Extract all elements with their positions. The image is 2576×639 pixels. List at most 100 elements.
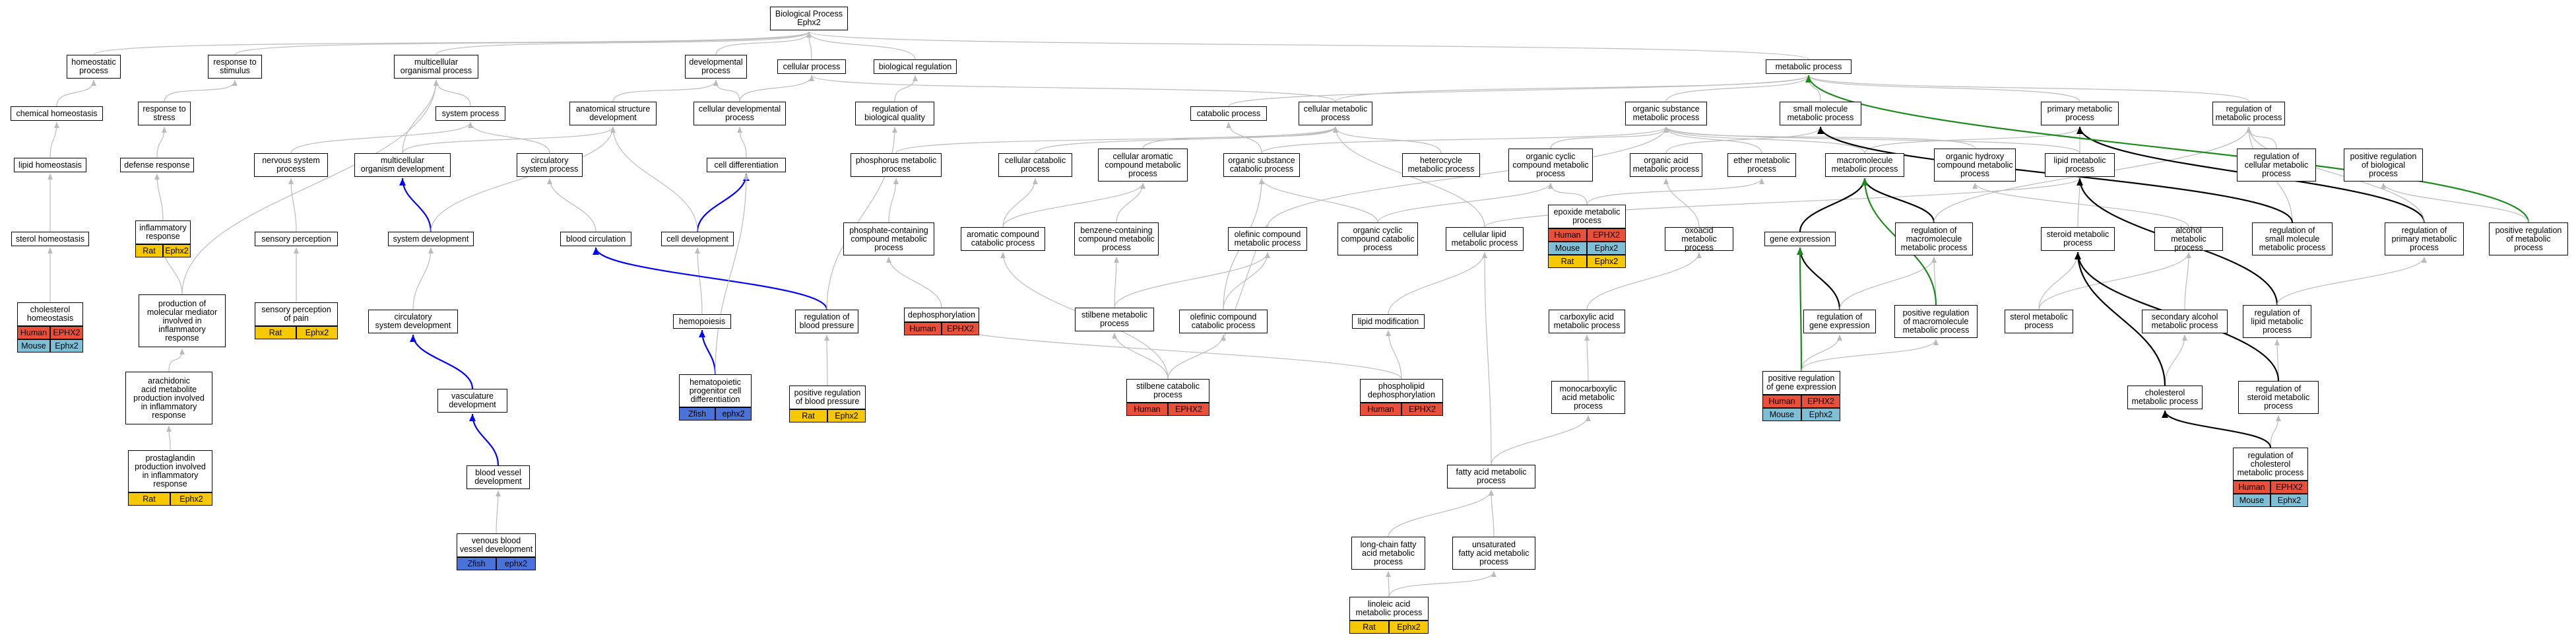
go-term-reg-primary[interactable]: regulation of primary metabolic process — [2385, 222, 2464, 255]
go-term-bio-reg[interactable]: biological regulation — [874, 59, 957, 74]
go-term-macro[interactable]: macromolecule metabolic process — [1825, 153, 1904, 177]
go-term-cell-lipid[interactable]: cellular lipid metabolic process — [1446, 227, 1524, 251]
go-term-reg-bp[interactable]: regulation of blood pressure — [795, 310, 858, 333]
go-term-reg-bio-qual[interactable]: regulation of biological quality — [855, 102, 934, 125]
go-term-cell-metab[interactable]: cellular metabolic process — [1299, 102, 1372, 125]
go-term-sys-proc[interactable]: system process — [435, 106, 505, 121]
go-term-blood-vessel[interactable]: blood vessel development — [467, 465, 530, 489]
go-term-homeo[interactable]: homeostatic process — [67, 55, 121, 79]
go-term-hetero[interactable]: heterocycle metabolic process — [1402, 153, 1480, 177]
go-term-oxoacid[interactable]: oxoacid metabolic process — [1665, 226, 1733, 252]
go-term-phospholipid[interactable]: phospholipid dephosphorylation — [1360, 379, 1443, 403]
go-term-pos-reg-bio[interactable]: positive regulation of biological proces… — [2344, 149, 2423, 182]
go-term-reg-chol[interactable]: regulation of cholesterol metabolic proc… — [2233, 448, 2308, 481]
go-term-dev-proc[interactable]: developmental process — [685, 55, 747, 79]
go-term-defense[interactable]: defense response — [120, 158, 194, 172]
go-term-sens-perc[interactable]: sensory perception — [255, 232, 338, 246]
go-term-nerv-sys[interactable]: nervous system process — [254, 153, 328, 177]
go-term-metab[interactable]: metabolic process — [1766, 59, 1852, 74]
go-term-multi-org-dev[interactable]: multicellular organism development — [354, 153, 451, 177]
go-term-chol-homeo[interactable]: cholesterol homeostasis — [17, 302, 83, 326]
go-term-org-acid[interactable]: organic acid metabolic process — [1630, 153, 1702, 177]
go-term-pos-reg-gene[interactable]: positive regulation of gene expression — [1762, 371, 1840, 395]
go-term-org-sub[interactable]: organic substance metabolic process — [1625, 102, 1707, 125]
go-term-sterol-homeo[interactable]: sterol homeostasis — [11, 232, 89, 246]
go-term-resp-stim[interactable]: response to stimulus — [208, 55, 262, 79]
go-term-monocarb[interactable]: monocarboxylic acid metabolic process — [1551, 381, 1625, 414]
go-term-steroid[interactable]: steroid metabolic process — [2041, 227, 2115, 251]
go-term-cell-catab[interactable]: cellular catabolic process — [998, 153, 1072, 177]
go-term-olefinic[interactable]: olefinic compound metabolic process — [1228, 227, 1307, 251]
go-term-unsat[interactable]: unsaturated fatty acid metabolic process — [1452, 537, 1535, 570]
go-term-reg-cell-metab[interactable]: regulation of cellular metabolic process — [2237, 149, 2316, 182]
go-term-bp[interactable]: Biological Process Ephx2 — [770, 7, 848, 30]
go-term-primary[interactable]: primary metabolic process — [2041, 102, 2119, 125]
go-term-sens-pain[interactable]: sensory perception of pain — [255, 302, 338, 326]
go-term-reg-metab[interactable]: regulation of metabolic process — [2212, 102, 2285, 125]
go-term-sys-dev[interactable]: system development — [388, 232, 474, 246]
go-term-venous[interactable]: venous blood vessel development — [457, 533, 536, 557]
go-term-arach[interactable]: arachidonic acid metabolite production i… — [125, 372, 212, 424]
go-term-vasc-dev[interactable]: vasculature development — [437, 389, 507, 413]
go-term-cell-arom[interactable]: cellular aromatic compound metabolic pro… — [1098, 149, 1188, 182]
go-term-cell-diff[interactable]: cell differentiation — [707, 158, 786, 172]
go-term-org-cyclic[interactable]: organic cyclic compound metabolic proces… — [1508, 149, 1593, 182]
go-term-lipid-mod[interactable]: lipid modification — [1352, 314, 1425, 329]
go-term-cell-dev-proc[interactable]: cellular developmental process — [693, 102, 786, 125]
go-term-chol-metab[interactable]: cholesterol metabolic process — [2127, 386, 2203, 409]
go-term-cell-proc[interactable]: cellular process — [777, 59, 846, 74]
go-term-blood-circ[interactable]: blood circulation — [560, 232, 631, 246]
go-term-pos-reg-bp[interactable]: positive regulation of blood pressure — [789, 386, 866, 409]
go-term-org-cyc-catab[interactable]: organic cyclic compound catabolic proces… — [1337, 222, 1418, 255]
go-term-stil-catab[interactable]: stilbene catabolic process — [1126, 379, 1209, 403]
go-term-multi-org[interactable]: multicellular organismal process — [394, 55, 478, 79]
go-term-circ-sys-dev[interactable]: circulatory system development — [368, 310, 458, 333]
go-term-reg-gene[interactable]: regulation of gene expression — [1803, 310, 1876, 333]
go-term-fatty[interactable]: fatty acid metabolic process — [1447, 465, 1535, 488]
go-term-ether[interactable]: ether metabolic process — [1727, 153, 1796, 177]
go-term-phos-metab[interactable]: phosphorus metabolic process — [851, 153, 942, 177]
go-term-prostag[interactable]: prostaglandin production involved in inf… — [128, 450, 212, 492]
go-term-resp-stress[interactable]: response to stress — [138, 102, 191, 125]
go-term-reg-macro[interactable]: regulation of macromolecule metabolic pr… — [1895, 222, 1973, 255]
go-term-hemat[interactable]: hematopoietic progenitor cell differenti… — [679, 374, 752, 407]
is-a-edge — [1586, 252, 1702, 310]
go-term-lipid-homeo[interactable]: lipid homeostasis — [14, 158, 86, 172]
go-term-lipid-metab[interactable]: lipid metabolic process — [2045, 153, 2115, 177]
go-term-anat-dev[interactable]: anatomical structure development — [569, 102, 657, 125]
go-term-pos-reg-metab[interactable]: positive regulation of metabolic process — [2489, 222, 2568, 255]
go-term-prod-mediator[interactable]: production of molecular mediator involve… — [139, 294, 226, 347]
go-term-linoleic[interactable]: linoleic acid metabolic process — [1349, 597, 1429, 621]
go-term-carbox[interactable]: carboxylic acid metabolic process — [1549, 310, 1625, 333]
gene-symbol-cell: EPHX2 — [50, 326, 83, 339]
go-term-catab[interactable]: catabolic process — [1190, 106, 1267, 121]
species-cell: Human — [1548, 228, 1587, 242]
go-term-cell-dev[interactable]: cell development — [661, 232, 734, 246]
go-term-stilbene[interactable]: stilbene metabolic process — [1075, 308, 1154, 331]
go-term-benzene[interactable]: benzene-containing compound metabolic pr… — [1074, 222, 1159, 255]
go-term-olef-catab[interactable]: olefinic compound catabolic process — [1179, 310, 1268, 333]
go-term-dephos[interactable]: dephosphorylation — [904, 308, 979, 322]
go-term-org-sub-catab[interactable]: organic substance catabolic process — [1223, 153, 1300, 177]
go-term-inflam[interactable]: inflammatory response — [135, 220, 191, 244]
go-term-phosphate[interactable]: phosphate-containing compound metabolic … — [843, 222, 934, 255]
go-term-gene-exp[interactable]: gene expression — [1764, 232, 1836, 246]
go-term-sterol-metab[interactable]: sterol metabolic process — [2005, 310, 2073, 333]
go-term-circ-sys-proc[interactable]: circulatory system process — [517, 153, 583, 177]
go-term-reg-small[interactable]: regulation of small molecule metabolic p… — [2252, 222, 2333, 255]
go-term-hemopoiesis[interactable]: hemopoiesis — [673, 314, 731, 329]
go-term-epoxide[interactable]: epoxide metabolic process — [1548, 205, 1626, 228]
is-a-edge — [402, 79, 439, 154]
go-term-small-mol[interactable]: small molecule metabolic process — [1780, 102, 1861, 125]
go-term-pos-reg-macro[interactable]: positive regulation of macromolecule met… — [1894, 305, 1978, 338]
go-term-alcohol[interactable]: alcohol metabolic process — [2154, 226, 2223, 252]
go-term-org-hydroxy[interactable]: organic hydroxy compound metabolic proce… — [1934, 149, 2016, 182]
go-term-long-chain[interactable]: long-chain fatty acid metabolic process — [1351, 537, 1425, 570]
go-term-reg-steroid[interactable]: regulation of steroid metabolic process — [2238, 381, 2319, 414]
go-term-chem-homeo[interactable]: chemical homeostasis — [11, 106, 103, 121]
go-term-sec-alcohol[interactable]: secondary alcohol metabolic process — [2142, 310, 2228, 333]
go-term-arom-catab[interactable]: aromatic compound catabolic process — [961, 227, 1045, 251]
go-term-reg-lipid[interactable]: regulation of lipid metabolic process — [2243, 305, 2311, 338]
